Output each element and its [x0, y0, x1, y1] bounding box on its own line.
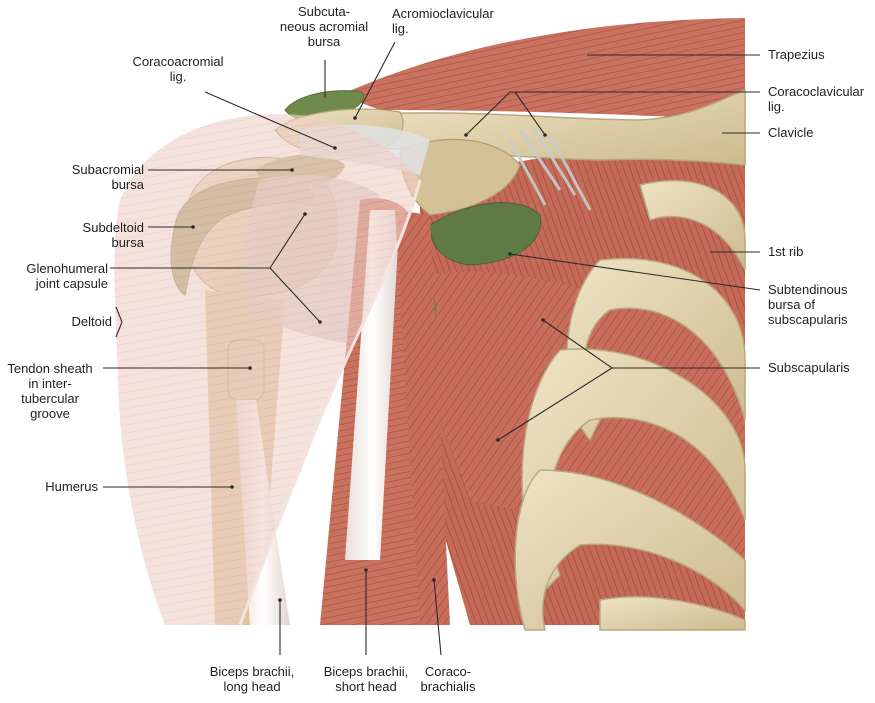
label-biceps-long-head: Biceps brachii, long head — [209, 664, 295, 694]
label-tendon-sheath: Tendon sheath in inter- tubercular groov… — [7, 361, 93, 421]
ribs — [514, 180, 746, 631]
label-humerus: Humerus — [45, 479, 98, 494]
deltoid-edge — [238, 179, 422, 626]
label-biceps-short-head: Biceps brachii, short head — [323, 664, 409, 694]
label-trapezius: Trapezius — [768, 47, 825, 62]
label-coracoacromial-lig: Coracoacromial lig. — [132, 54, 224, 84]
label-subscapularis: Subscapularis — [768, 360, 850, 375]
label-coracoclavicular-lig: Coracoclavicular lig. — [768, 84, 865, 114]
leader-dots — [191, 116, 547, 602]
label-glenohumeral-joint-capsule: Glenohumeral joint capsule — [26, 261, 108, 291]
label-subtendinous-bursa: Subtendinous bursa of subscapularis — [768, 282, 848, 327]
label-subcutaneous-acromial-bursa: Subcuta- neous acromial bursa — [279, 4, 369, 49]
trapezius-muscle — [340, 18, 745, 120]
label-coracobrachialis: Coraco- brachialis — [420, 664, 476, 694]
label-subacromial-bursa: Subacromial bursa — [71, 162, 144, 192]
coracobrachialis-muscle — [395, 210, 450, 625]
coracoclavicular-ligament — [508, 129, 592, 211]
label-deltoid: Deltoid — [71, 314, 112, 329]
deltoid-overlay — [114, 114, 420, 626]
label-clavicle: Clavicle — [768, 125, 814, 140]
subtendinous-bursa — [429, 202, 542, 266]
label-first-rib: 1st rib — [768, 244, 804, 259]
label-subdeltoid-bursa: Subdeltoid bursa — [82, 220, 144, 250]
label-acromioclavicular-lig: Acromioclavicular lig. — [392, 6, 494, 36]
leader-lines — [103, 41, 761, 656]
biceps-short-head-tendon — [345, 210, 400, 560]
